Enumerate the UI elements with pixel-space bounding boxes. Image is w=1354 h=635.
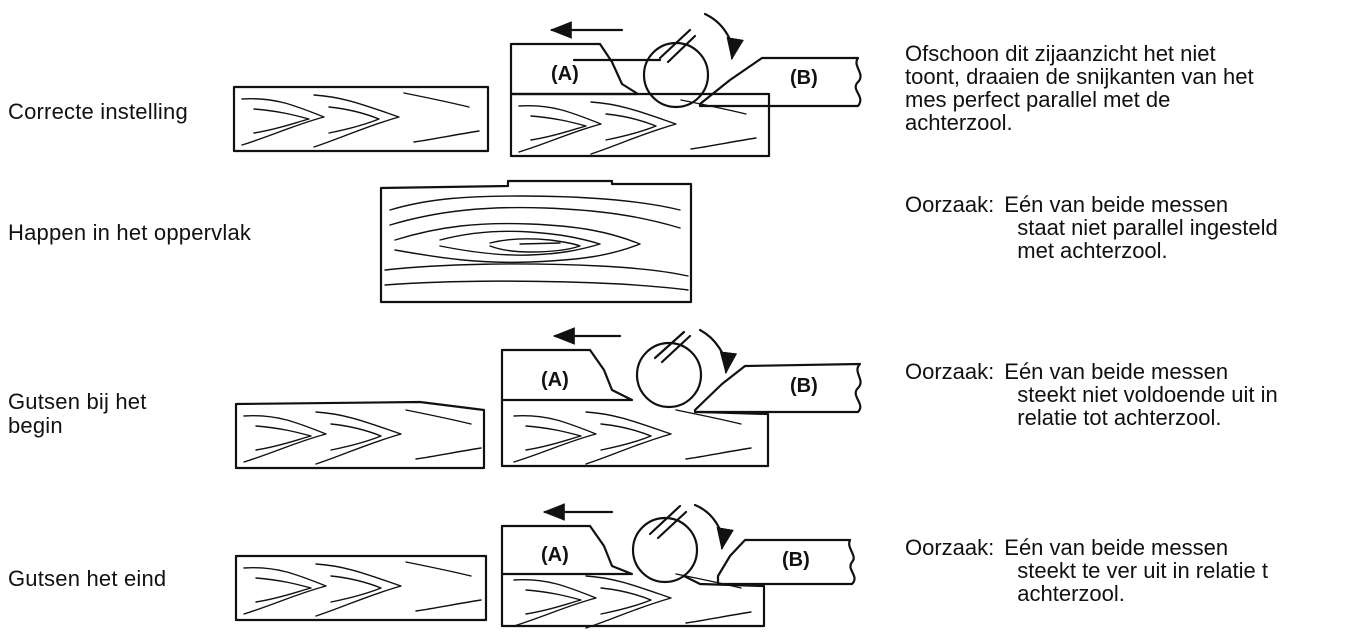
- note-line: met achterzool.: [1017, 238, 1168, 263]
- note-correct-setting: Ofschoon dit zijaanzicht het niet toont,…: [905, 42, 1254, 134]
- note-line: toont, draaien de snijkanten van het: [905, 64, 1254, 89]
- note-line: Eén van beide messen: [1004, 359, 1229, 384]
- outfeed-table-b: [698, 56, 862, 108]
- cause-prefix: Oorzaak:: [905, 535, 995, 560]
- outfeed-table-b: [693, 362, 862, 414]
- note-line: Eén van beide messen: [1004, 535, 1229, 560]
- rotation-arrow-icon: [703, 12, 744, 61]
- outfeed-table-b: [716, 538, 856, 586]
- label-gouge-end: Gutsen het eind: [8, 566, 167, 591]
- diagram-gouge-end: (A) (B): [234, 503, 856, 629]
- note-gouge-start: Oorzaak: Eén van beide messen steekt nie…: [905, 360, 1278, 429]
- note-line: staat niet parallel ingesteld: [1017, 215, 1278, 240]
- label-gouge-start-line-2: begin: [8, 413, 63, 438]
- rotation-arrow-icon: [698, 328, 738, 375]
- diagram-gouge-start: (A) (B): [234, 327, 862, 470]
- note-line: mes perfect parallel met de: [905, 87, 1171, 112]
- note-line: steekt te ver uit in relatie t: [1017, 558, 1268, 583]
- table-b-label: (B): [790, 375, 818, 397]
- note-line: Ofschoon dit zijaanzicht het niet: [905, 41, 1216, 66]
- label-snipe-surface: Happen in het oppervlak: [8, 220, 252, 245]
- table-a-label: (A): [541, 544, 569, 566]
- incoming-board: [232, 85, 490, 153]
- table-a-label: (A): [541, 369, 569, 391]
- note-line: relatie tot achterzool.: [1017, 405, 1222, 430]
- cause-prefix: Oorzaak:: [905, 192, 995, 217]
- diagram-snipe: [379, 179, 693, 304]
- cutterhead: [642, 41, 710, 109]
- sniped-board: [379, 179, 693, 304]
- note-line: achterzool.: [1017, 581, 1125, 606]
- board-under-cutter: [500, 398, 770, 468]
- note-gouge-end: Oorzaak: Eén van beide messen steekt te …: [905, 536, 1268, 605]
- cause-prefix: Oorzaak:: [905, 359, 995, 384]
- label-gouge-start-line-1: Gutsen bij het: [8, 389, 147, 414]
- label-gouge-start: Gutsen bij het begin: [8, 390, 147, 438]
- table-b-label: (B): [790, 67, 818, 89]
- board-under-cutter: [509, 92, 771, 158]
- diagram-correct-setting: (A) (B): [232, 12, 862, 158]
- incoming-board: [234, 554, 488, 622]
- label-correct-setting: Correcte instelling: [8, 99, 188, 124]
- note-snipe-surface: Oorzaak: Eén van beide messen staat niet…: [905, 193, 1278, 262]
- cutterhead: [635, 341, 703, 409]
- board-under-cutter: [500, 572, 766, 628]
- note-line: achterzool.: [905, 110, 1013, 135]
- cutterhead: [631, 516, 699, 584]
- table-a-label: (A): [551, 63, 579, 85]
- note-line: steekt niet voldoende uit in: [1017, 382, 1278, 407]
- note-line: Eén van beide messen: [1004, 192, 1229, 217]
- table-b-label: (B): [782, 549, 810, 571]
- incoming-board: [234, 400, 486, 470]
- rotation-arrow-icon: [693, 503, 734, 551]
